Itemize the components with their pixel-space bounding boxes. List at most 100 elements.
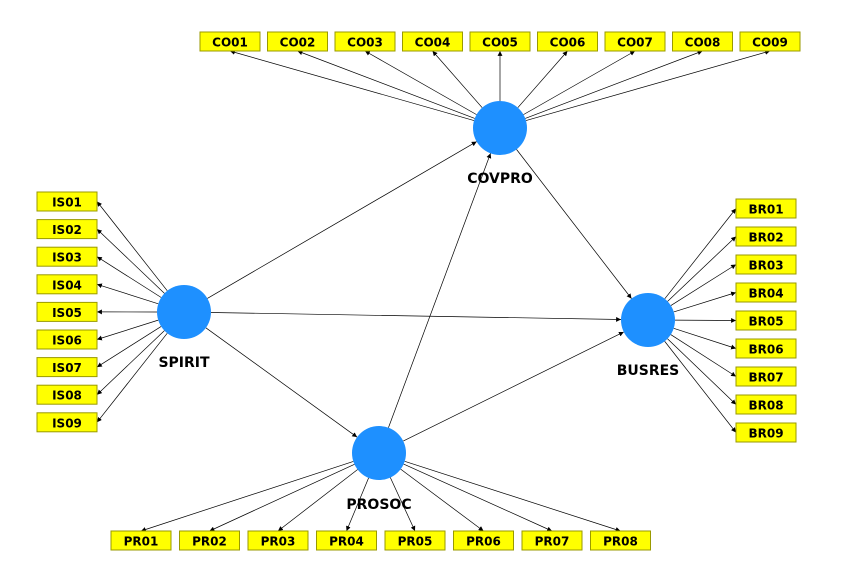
- loading-busres-br02: [667, 236, 737, 302]
- indicator-box: [537, 31, 598, 52]
- indicator-label: CO01: [212, 36, 248, 50]
- indicator-co03[interactable]: CO03: [334, 31, 396, 52]
- path-spirit-to-busres: [210, 312, 622, 322]
- loading-covpro-co06: [517, 50, 568, 108]
- construct-label: COVPRO: [467, 171, 533, 187]
- indicator-is06[interactable]: IS06: [36, 329, 98, 350]
- indicator-co08[interactable]: CO08: [672, 31, 733, 52]
- indicator-pr08[interactable]: PR08: [590, 530, 651, 551]
- indicator-is02[interactable]: IS02: [36, 219, 98, 240]
- indicator-label: CO08: [685, 36, 721, 50]
- indicator-pr07[interactable]: PR07: [521, 530, 583, 551]
- loading-spirit-is03: [96, 256, 162, 298]
- indicator-label: PR07: [535, 535, 570, 549]
- indicator-label: IS03: [52, 251, 82, 265]
- indicator-is07[interactable]: IS07: [36, 357, 98, 378]
- loading-prosoc-pr03: [277, 469, 358, 532]
- indicator-box: [110, 530, 172, 551]
- indicator-box: [334, 31, 396, 52]
- indicator-label: IS07: [52, 361, 82, 375]
- indicator-co02[interactable]: CO02: [267, 31, 328, 52]
- indicator-br07[interactable]: BR07: [735, 366, 797, 387]
- indicator-br03[interactable]: BR03: [735, 254, 797, 275]
- indicator-box: [735, 254, 797, 275]
- indicator-is08[interactable]: IS08: [36, 384, 98, 405]
- indicator-co06[interactable]: CO06: [537, 31, 598, 52]
- indicator-co01[interactable]: CO01: [199, 31, 261, 52]
- loading-busres-br03: [670, 264, 737, 306]
- indicator-co05[interactable]: CO05: [469, 31, 531, 52]
- loading-covpro-co04: [432, 50, 483, 108]
- indicator-label: BR06: [748, 343, 783, 357]
- indicator-br04[interactable]: BR04: [735, 282, 797, 303]
- indicator-box: [36, 384, 98, 405]
- indicator-box: [36, 191, 98, 212]
- indicator-label: CO04: [415, 36, 451, 50]
- indicator-label: BR03: [748, 259, 783, 273]
- loading-prosoc-pr05: [389, 477, 416, 532]
- indicator-label: IS01: [52, 196, 82, 210]
- construct-covpro[interactable]: COVPRO: [467, 101, 533, 187]
- indicator-is04[interactable]: IS04: [36, 274, 98, 295]
- indicator-label: PR03: [261, 535, 296, 549]
- indicator-pr02[interactable]: PR02: [179, 530, 240, 551]
- loading-covpro-co02: [297, 50, 475, 119]
- loading-prosoc-pr01: [140, 461, 354, 532]
- indicator-pr06[interactable]: PR06: [453, 530, 514, 551]
- indicator-pr01[interactable]: PR01: [110, 530, 172, 551]
- indicator-co07[interactable]: CO07: [604, 31, 666, 52]
- indicator-label: BR08: [748, 399, 783, 413]
- indicator-box: [521, 530, 583, 551]
- indicator-box: [604, 31, 666, 52]
- loading-busres-br04: [673, 291, 737, 313]
- construct-label: PROSOC: [346, 497, 411, 513]
- construct-prosoc[interactable]: PROSOC: [346, 426, 412, 513]
- loading-spirit-is02: [96, 228, 165, 294]
- indicator-label: PR08: [603, 535, 638, 549]
- loading-spirit-is01: [96, 201, 168, 292]
- indicator-br08[interactable]: BR08: [735, 394, 797, 415]
- indicator-pr05[interactable]: PR05: [384, 530, 446, 551]
- indicator-label: BR07: [748, 371, 783, 385]
- indicator-box: [469, 31, 531, 52]
- indicator-box: [36, 246, 98, 267]
- indicator-box: [199, 31, 261, 52]
- loading-busres-br07: [670, 334, 737, 377]
- indicator-br01[interactable]: BR01: [735, 198, 797, 219]
- loading-covpro-co08: [525, 50, 703, 119]
- indicator-is09[interactable]: IS09: [36, 412, 98, 433]
- indicator-is01[interactable]: IS01: [36, 191, 98, 212]
- indicator-label: IS02: [52, 223, 82, 237]
- indicator-br09[interactable]: BR09: [735, 422, 797, 443]
- loading-covpro-co01: [229, 49, 475, 121]
- nodes-layer: CO01 CO02 CO03 CO04 CO05 CO06 CO07 CO08 CO09IS01…: [36, 31, 801, 551]
- indicator-br02[interactable]: BR02: [735, 226, 797, 247]
- indicator-box: [384, 530, 446, 551]
- construct-spirit[interactable]: SPIRIT: [157, 285, 211, 371]
- loading-prosoc-pr06: [400, 468, 484, 532]
- indicator-pr03[interactable]: PR03: [247, 530, 309, 551]
- indicator-is03[interactable]: IS03: [36, 246, 98, 267]
- indicator-box: [735, 366, 797, 387]
- loading-busres-br09: [664, 341, 737, 433]
- indicator-label: CO06: [550, 36, 586, 50]
- construct-busres[interactable]: BUSRES: [617, 293, 680, 379]
- loading-busres-br01: [664, 208, 737, 300]
- indicator-box: [316, 530, 377, 551]
- loading-covpro-co03: [364, 50, 477, 115]
- indicator-pr04[interactable]: PR04: [316, 530, 377, 551]
- edges-layer: [96, 49, 771, 532]
- indicator-co09[interactable]: CO09: [739, 31, 801, 52]
- indicator-box: [735, 338, 797, 359]
- indicator-box: [247, 530, 309, 551]
- indicator-label: IS08: [52, 389, 82, 403]
- loading-covpro-co09: [525, 49, 771, 121]
- indicator-co04[interactable]: CO04: [402, 31, 463, 52]
- indicator-label: CO09: [752, 36, 788, 50]
- indicator-label: IS09: [52, 416, 82, 430]
- indicator-br06[interactable]: BR06: [735, 338, 797, 359]
- indicator-is05[interactable]: IS05: [36, 301, 98, 322]
- indicator-br05[interactable]: BR05: [735, 310, 797, 331]
- indicator-box: [36, 412, 98, 433]
